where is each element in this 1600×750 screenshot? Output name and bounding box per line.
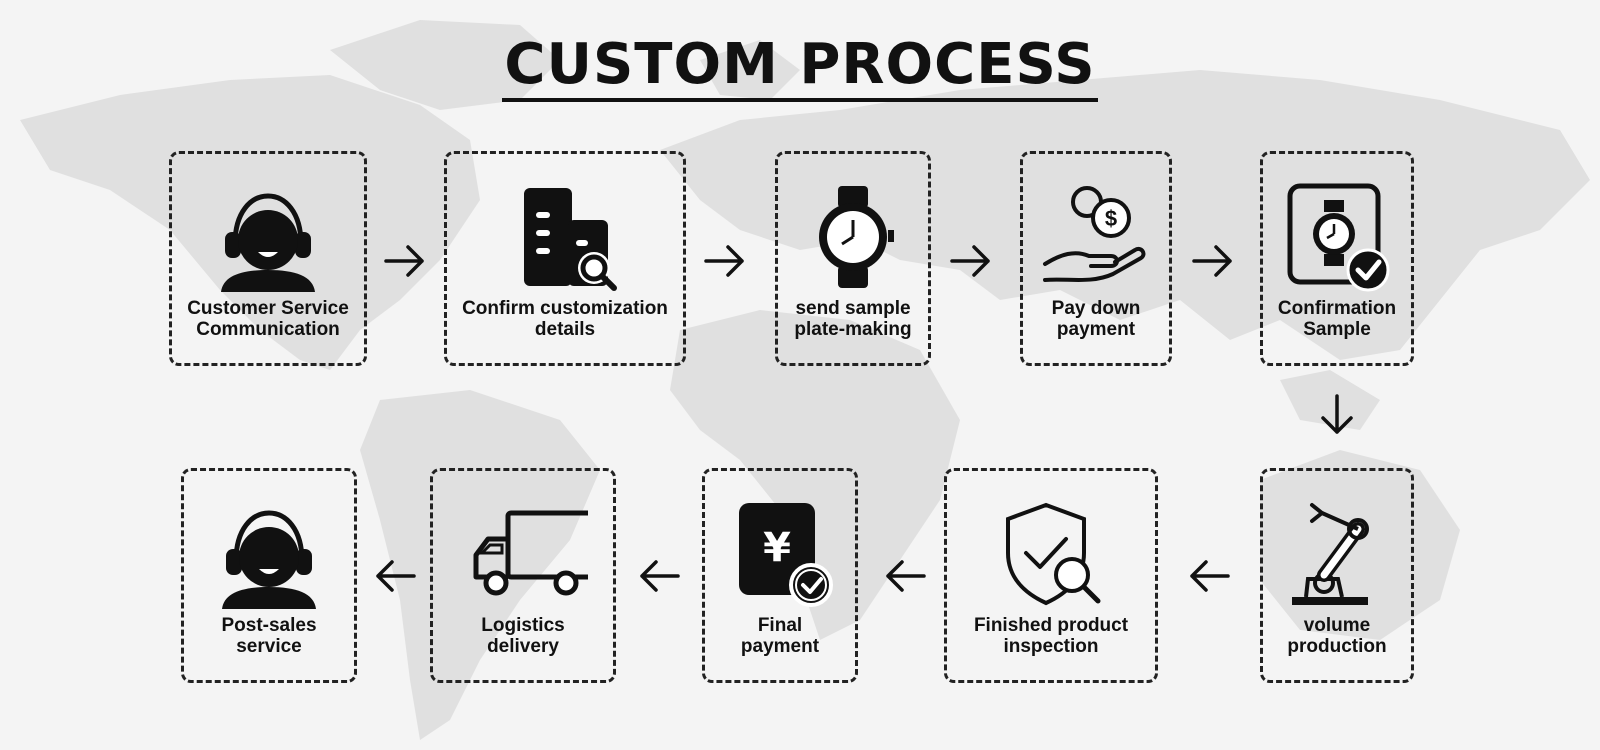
step-label-line-2: payment bbox=[740, 636, 820, 657]
arrow-right-icon bbox=[950, 245, 990, 277]
svg-text:¥: ¥ bbox=[763, 525, 791, 571]
step-label-line-2: service bbox=[236, 636, 302, 657]
svg-text:$: $ bbox=[1105, 206, 1117, 231]
step-label-line-1: send sample bbox=[795, 298, 911, 319]
coin-hand-icon: $ bbox=[1043, 186, 1146, 282]
arrow-right-icon bbox=[1192, 245, 1232, 277]
step-label-line-2: production bbox=[1287, 636, 1387, 657]
step-label-line-1: Confirm customization bbox=[462, 298, 668, 319]
arrow-right-icon bbox=[384, 245, 424, 277]
step-label-line-2: Sample bbox=[1303, 319, 1371, 340]
step-label-line-2: Communication bbox=[196, 319, 340, 340]
shield-search-icon bbox=[1006, 502, 1101, 606]
step-label-line-1: Confirmation bbox=[1277, 298, 1397, 319]
step-label-line-1: Final bbox=[757, 615, 803, 636]
watch-icon bbox=[819, 186, 894, 288]
step-label-line-1: Finished product bbox=[973, 615, 1129, 636]
step-label-line-1: Pay down bbox=[1051, 298, 1141, 319]
arrow-left-icon bbox=[376, 560, 416, 592]
step-label-line-1: Logistics bbox=[481, 615, 565, 636]
watch-check-icon bbox=[1287, 183, 1390, 292]
step-label-line-2: plate-making bbox=[794, 319, 912, 340]
step-label-line-2: payment bbox=[1056, 319, 1136, 340]
arrow-right-icon bbox=[704, 245, 744, 277]
step-label-line-2: delivery bbox=[487, 636, 559, 657]
customer-service-icon bbox=[222, 510, 316, 609]
building-search-icon bbox=[524, 188, 617, 291]
step-label-line-2: inspection bbox=[1003, 636, 1099, 657]
customer-service-icon bbox=[221, 193, 315, 292]
step-label-line-1: Customer Service bbox=[187, 298, 349, 319]
step-label-line-1: Post-sales bbox=[221, 615, 317, 636]
title-text: CUSTOM PROCESS bbox=[502, 34, 1098, 102]
step-label-line-1: volume bbox=[1303, 615, 1371, 636]
arrow-left-icon bbox=[886, 560, 926, 592]
truck-icon bbox=[473, 510, 588, 596]
robot-arm-icon bbox=[1292, 503, 1369, 605]
page-title: CUSTOM PROCESS bbox=[0, 34, 1600, 102]
step-label-line-2: details bbox=[534, 319, 596, 340]
arrow-down-icon bbox=[1321, 394, 1353, 434]
arrow-left-icon bbox=[1190, 560, 1230, 592]
yen-check-icon: ¥ bbox=[739, 503, 833, 607]
arrow-left-icon bbox=[640, 560, 680, 592]
